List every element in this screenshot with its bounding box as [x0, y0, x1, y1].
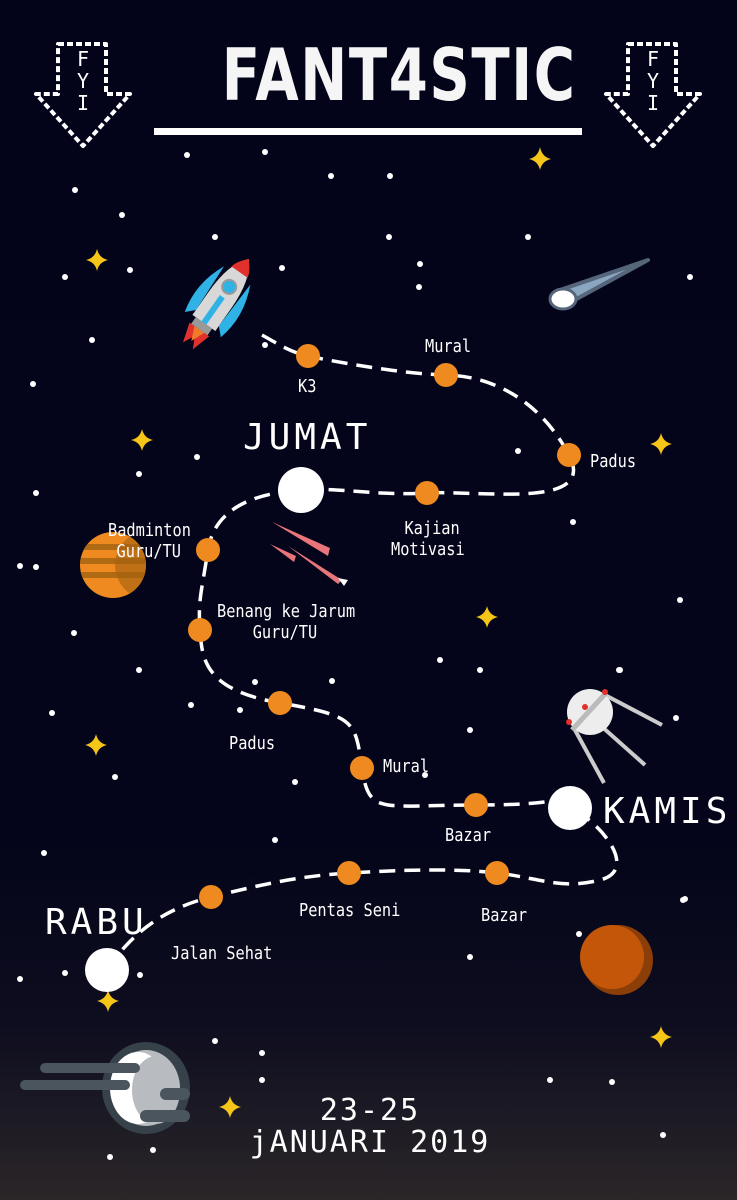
- jupiter-planet-icon: [80, 532, 146, 598]
- event-label-bazar-low: Bazar: [481, 905, 528, 926]
- event-dot-benang: [188, 618, 212, 642]
- fyi-letters: F Y I: [30, 48, 136, 114]
- fyi-letter: I: [646, 91, 660, 115]
- event-label-line: Motivasi: [391, 539, 465, 560]
- day-label-kamis: KAMIS: [603, 791, 732, 832]
- event-dot-pentas: [337, 861, 361, 885]
- fyi-letter: Y: [646, 69, 660, 93]
- day-label-jumat: JUMAT: [243, 417, 372, 458]
- event-label-line: Guru/TU: [252, 622, 318, 643]
- event-dot-bazar-low: [485, 861, 509, 885]
- moon-icon: [20, 1042, 190, 1134]
- event-label-padus-top: Padus: [590, 451, 637, 472]
- fyi-arrow-right: F Y I: [600, 40, 706, 152]
- comet-icon: [548, 258, 650, 311]
- event-dot-jalan: [199, 885, 223, 909]
- fyi-letters: F Y I: [600, 48, 706, 114]
- event-dot-k3: [296, 344, 320, 368]
- fyi-letter: F: [76, 47, 90, 71]
- day-dots: [85, 467, 592, 992]
- month-year: jANUARI 2019: [249, 1125, 491, 1160]
- dashed-down-arrow-icon: [604, 42, 702, 148]
- fyi-letter: Y: [76, 69, 90, 93]
- date-range: 23-25: [319, 1093, 421, 1128]
- fyi-letter: F: [646, 47, 660, 71]
- meteor-icon: [270, 522, 348, 586]
- event-label-kajian: Kajian Motivasi: [391, 518, 465, 560]
- dashed-down-arrow-icon: [34, 42, 132, 148]
- event-label-mural-top: Mural: [425, 336, 472, 357]
- event-dot-badminton: [196, 538, 220, 562]
- event-label-benang: Benang ke Jarum Guru/TU: [217, 601, 355, 643]
- event-label-line: Badminton: [108, 520, 191, 541]
- title-underline: [154, 128, 582, 135]
- event-label-jalan: Jalan Sehat: [171, 943, 273, 964]
- fyi-arrow-left: F Y I: [30, 40, 136, 152]
- event-label-line: Benang ke Jarum: [217, 601, 356, 622]
- event-label-k3: K3: [298, 376, 317, 397]
- day-dot-rabu: [85, 948, 129, 992]
- event-dot-padus-top: [557, 443, 581, 467]
- day-dot-kamis: [548, 786, 592, 830]
- sputnik-satellite-icon: [566, 689, 663, 784]
- event-label-bazar-mid: Bazar: [445, 825, 492, 846]
- poster-title: FANT4STIC: [221, 33, 577, 117]
- yellow-star-icons: [85, 147, 672, 1118]
- event-label-line: Kajian: [404, 518, 460, 539]
- day-dot-jumat: [278, 467, 324, 513]
- event-label-padus-mid: Padus: [229, 733, 276, 754]
- day-label-rabu: RABU: [45, 902, 148, 943]
- mars-planet-icon: [580, 925, 653, 995]
- event-label-mural-mid: Mural: [383, 756, 430, 777]
- event-dots: [188, 344, 581, 909]
- event-dot-padus-mid: [268, 691, 292, 715]
- event-label-badminton: Badminton Guru/TU: [108, 520, 191, 562]
- fyi-letter: I: [76, 91, 90, 115]
- event-dot-mural-mid: [350, 756, 374, 780]
- event-dot-bazar-mid: [464, 793, 488, 817]
- star-dots: [17, 149, 693, 1160]
- event-date: 23-25 jANUARI 2019: [220, 1095, 520, 1159]
- rocket-icon: [182, 259, 251, 350]
- event-dot-mural-top: [434, 363, 458, 387]
- event-label-line: Guru/TU: [116, 541, 181, 562]
- event-dot-kajian: [415, 481, 439, 505]
- event-label-pentas: Pentas Seni: [299, 900, 401, 921]
